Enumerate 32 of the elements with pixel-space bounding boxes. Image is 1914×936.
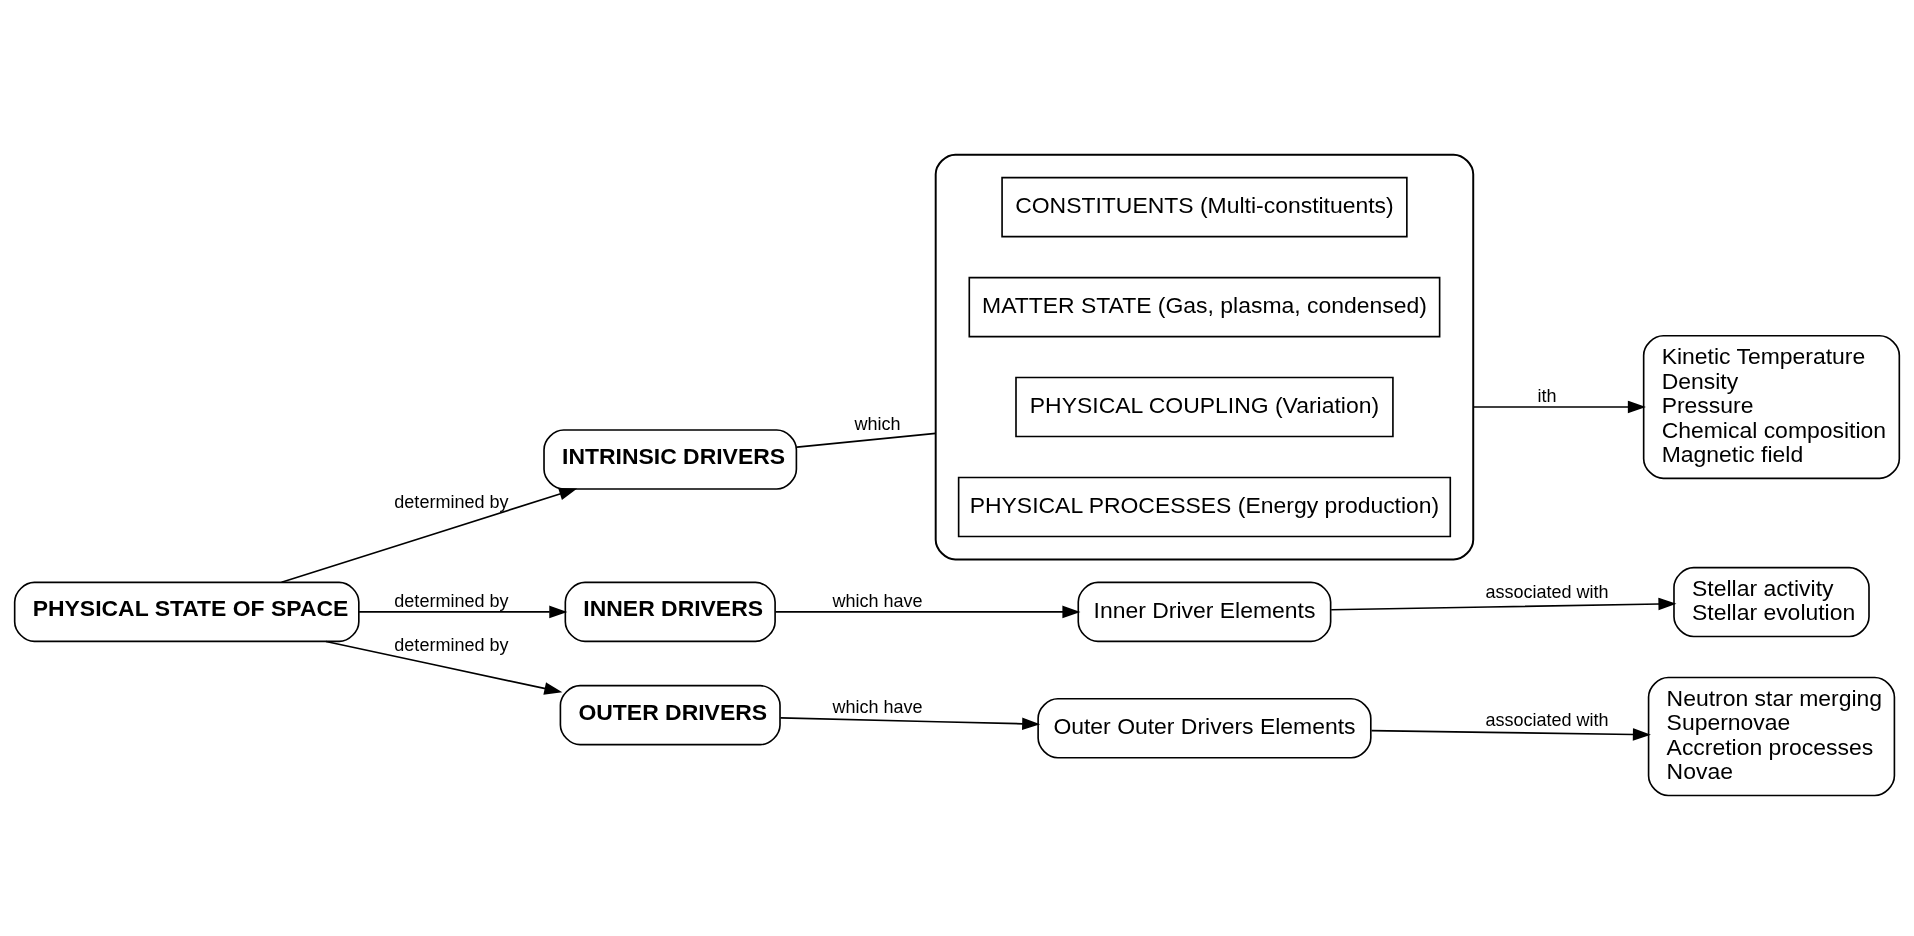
arrow [325, 640, 563, 695]
edge-label: ith [1537, 385, 1557, 406]
node-box: OUTER DRIVERS [559, 684, 781, 745]
edge-label: determined by [394, 590, 509, 611]
arrow [358, 605, 568, 618]
node-box: PHYSICAL STATE OF SPACE [13, 581, 360, 642]
edge-label: which [854, 413, 901, 434]
edge-label: determined by [394, 491, 509, 512]
node-box: Kinetic Temperature Density Pressure Chemical composition Magnetic field [1642, 334, 1901, 479]
connector [796, 432, 937, 448]
arrow [1330, 597, 1677, 611]
node-box: CONSTITUENTS (Multi-constituents) [1001, 176, 1408, 237]
arrow [280, 487, 578, 583]
node-box: Outer Outer Drivers Elements [1037, 697, 1372, 759]
edge-label: which have [832, 696, 923, 717]
arrow [1472, 400, 1646, 413]
node-box: PHYSICAL COUPLING (Variation) [1015, 376, 1394, 437]
node-box: INNER DRIVERS [564, 581, 776, 642]
node-box: INTRINSIC DRIVERS [543, 428, 798, 490]
node-box: Neutron star merging Supernovae Accretion processes Novae [1647, 676, 1896, 796]
edge-label: determined by [394, 634, 509, 655]
node-box: MATTER STATE (Gas, plasma, condensed) [968, 276, 1441, 337]
cluster [934, 153, 1475, 560]
node-box: Inner Driver Elements [1077, 581, 1332, 642]
arrow [774, 605, 1081, 618]
arrow [779, 716, 1041, 730]
node-box: Stellar activity Stellar evolution [1673, 566, 1870, 637]
edge-label: associated with [1485, 709, 1609, 730]
edge-label: which have [832, 590, 923, 611]
node-box: PHYSICAL PROCESSES (Energy production) [957, 476, 1452, 537]
edge-label: associated with [1485, 581, 1609, 602]
arrow [1370, 727, 1651, 741]
